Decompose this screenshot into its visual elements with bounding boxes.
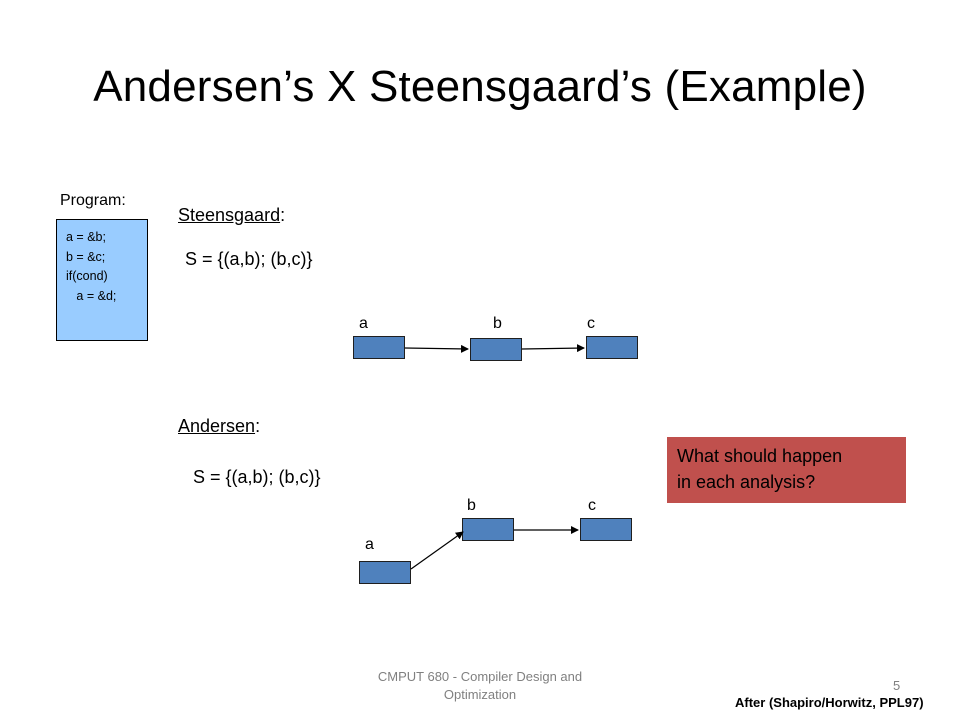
program-code-box: a = &b; b = &c; if(cond) a = &d; [56,219,148,341]
steensgaard-node-b [470,338,522,361]
steensgaard-node-label-a: a [359,315,368,332]
andersen-set: S = {(a,b); (b,c)} [193,467,321,487]
steensgaard-edge-a-b [404,344,469,353]
credit-text: After (Shapiro/Horwitz, PPL97) [735,695,924,710]
andersen-node-label-c: c [588,497,596,514]
program-label: Program: [60,192,126,209]
steensgaard-set: S = {(a,b); (b,c)} [185,249,313,269]
footer-course-line-2: Optimization [443,687,517,702]
steensgaard-node-c [586,336,638,359]
steensgaard-node-label-b: b [493,315,502,332]
page-number: 5 [893,678,901,693]
andersen-heading: Andersen: [178,416,260,437]
steensgaard-heading: Steensgaard: [178,205,285,226]
andersen-heading-colon: : [255,416,261,436]
andersen-node-label-a: a [365,536,374,553]
question-callout: What should happen in each analysis? [667,437,906,503]
steensgaard-node-label-c: c [587,315,595,332]
code-line-1: a = &b; [66,230,106,244]
callout-line-1: What should happen [677,446,843,466]
callout-line-2: in each analysis? [677,472,816,492]
code-line-2: b = &c; [66,249,106,264]
andersen-node-c [580,518,632,541]
andersen-heading-text: Andersen [178,416,256,436]
andersen-edge-a-b [410,531,464,570]
code-line-4: a = &d; [66,288,117,303]
footer-course: CMPUT 680 - Compiler Design and Optimiza… [352,668,608,704]
steensgaard-edge-b-c [521,344,585,353]
andersen-node-a [359,561,411,584]
steensgaard-heading-text: Steensgaard [178,205,281,225]
steensgaard-heading-colon: : [280,205,286,225]
slide-title: Andersen’s X Steensgaard’s (Example) [93,62,867,111]
code-line-3: if(cond) [66,269,108,283]
steensgaard-node-a [353,336,405,359]
andersen-node-label-b: b [467,497,476,514]
andersen-node-b [462,518,514,541]
footer-course-line-1: CMPUT 680 - Compiler Design and [377,669,583,684]
